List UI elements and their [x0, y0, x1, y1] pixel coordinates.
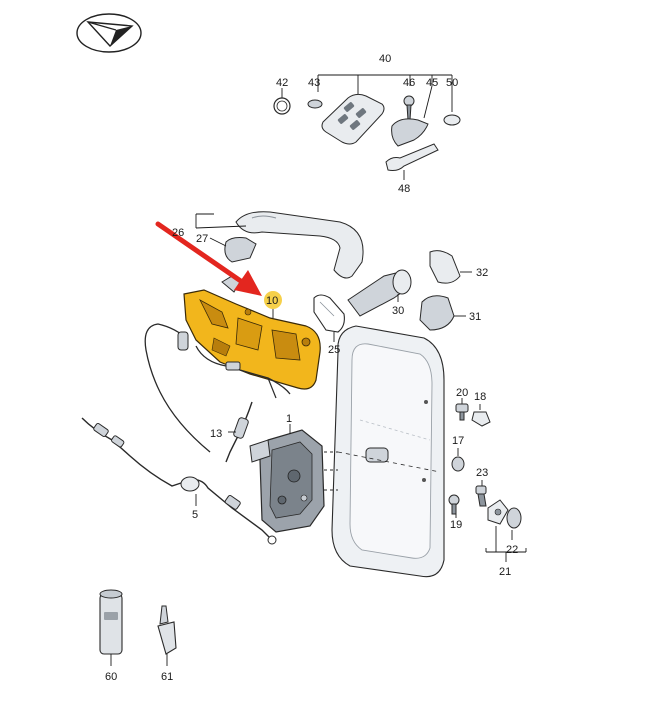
callout-31: 31	[469, 311, 481, 323]
callout-40: 40	[379, 53, 391, 65]
battery-cell-part	[307, 99, 323, 109]
callout-19: 19	[450, 519, 462, 531]
callout-30: 30	[392, 305, 404, 317]
callout-27: 27	[196, 233, 208, 245]
cap-18-part	[471, 404, 491, 427]
callout-45: 45	[426, 77, 438, 89]
sealant-tube-part	[157, 605, 177, 666]
cylinder-gasket-part	[313, 294, 345, 342]
callout-61: 61	[161, 671, 173, 683]
key-cover-part	[391, 85, 433, 147]
mounting-line	[337, 451, 441, 473]
callout-60: 60	[105, 671, 117, 683]
highlight-ring	[264, 291, 282, 309]
cap-disc-part	[443, 86, 461, 126]
highlight-arrow	[155, 221, 262, 296]
washer-17-part	[451, 448, 465, 472]
group-21-bracket	[485, 526, 527, 562]
striker-cover-22-part	[506, 507, 522, 529]
callout-32: 32	[476, 267, 488, 279]
callout-46: 46	[403, 77, 415, 89]
callout-26: 26	[172, 227, 184, 239]
callout-21: 21	[499, 566, 511, 578]
callout-17: 17	[452, 435, 464, 447]
key-fob-part	[321, 93, 385, 145]
inner-release-cable-5	[81, 417, 277, 545]
callout-42: 42	[276, 77, 288, 89]
callout-10: 10	[266, 295, 278, 307]
carrier-wiring	[195, 345, 291, 399]
door-inner-panel	[331, 325, 445, 578]
screw-part	[403, 95, 415, 121]
callout-43: 43	[308, 77, 320, 89]
latch-cable-13	[225, 401, 253, 463]
grease-spray-can-part	[99, 589, 123, 666]
handle-carrier-part	[183, 289, 321, 390]
bolt-19-part	[448, 494, 460, 518]
outer-door-handle-part	[195, 211, 364, 279]
callout-50: 50	[446, 77, 458, 89]
brand-logo	[76, 13, 142, 53]
callout-48: 48	[398, 183, 410, 195]
striker-plate-part	[487, 499, 509, 525]
cylinder-cap-upper-part	[429, 250, 472, 284]
door-latch-part	[249, 424, 338, 533]
callout-13: 13	[210, 428, 222, 440]
bolt-20-part	[455, 398, 469, 421]
emergency-key-part	[385, 143, 439, 180]
callout-22: 22	[506, 544, 518, 556]
callout-25: 25	[328, 344, 340, 356]
ring-seal-part	[273, 88, 291, 115]
callout-1: 1	[286, 413, 292, 425]
bolt-23-part	[475, 480, 487, 507]
callout-20: 20	[456, 387, 468, 399]
callout-18: 18	[474, 391, 486, 403]
group-40-bracket	[317, 74, 453, 96]
handle-gasket-part	[209, 237, 257, 263]
callout-23: 23	[476, 467, 488, 479]
cylinder-cap-lower-part	[419, 295, 466, 331]
callout-5: 5	[192, 509, 198, 521]
release-cable-upper	[144, 323, 211, 453]
lock-cylinder-part	[347, 269, 412, 317]
